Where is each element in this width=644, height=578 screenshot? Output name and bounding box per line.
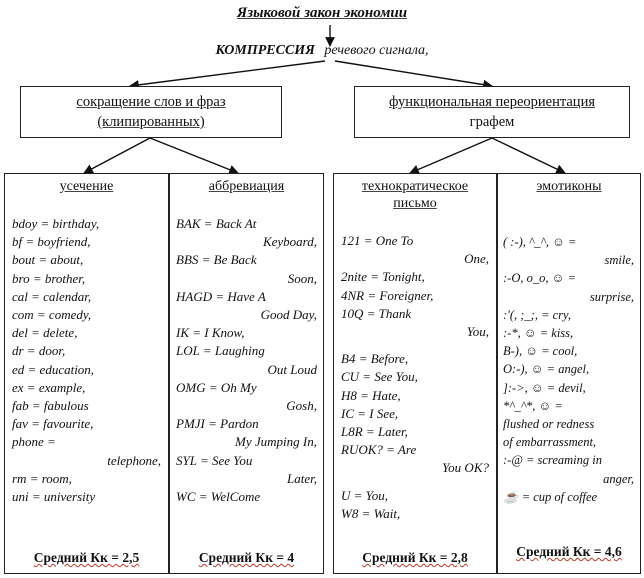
- list-item: *^_^*, ☺ =: [503, 398, 563, 413]
- list-item: LOL = Laughing: [176, 343, 265, 359]
- list-item-continuation: Keyboard,: [262, 234, 317, 250]
- list-item: BAK = Back At: [176, 216, 257, 231]
- list-item: 2nite = Tonight,: [341, 269, 425, 285]
- list-item: com = comedy,: [12, 307, 92, 323]
- list-item-continuation: telephone,: [107, 452, 161, 468]
- table-left: [4, 173, 324, 574]
- list-item: WC = WelCome: [176, 489, 261, 505]
- column-list: BAK = Back At Keyboard, BBS = Be Back So…: [170, 215, 323, 506]
- list-item: U = You,: [341, 487, 388, 503]
- list-item-continuation: One,: [464, 251, 489, 267]
- column-list: bdoy = birthday, bf = boyfriend, bout = …: [6, 215, 167, 506]
- list-item: bro = brother,: [12, 270, 86, 286]
- list-item: ( :-), ^_^, ☺ =: [503, 235, 577, 249]
- table-left-divider: [168, 173, 170, 574]
- list-item: H8 = Hate,: [341, 387, 401, 403]
- list-item: L8R = Later,: [341, 424, 408, 440]
- column-abbreviation: аббревиация BAK = Back At Keyboard, BBS …: [170, 178, 323, 572]
- list-item: :-O, o_o, ☺ =: [503, 271, 576, 286]
- list-item: CU = See You,: [341, 369, 418, 385]
- column-title: эмотиконы: [536, 179, 602, 194]
- list-item: fav = favourite,: [12, 416, 94, 432]
- average-compression: Средний Кк = 4,6: [516, 544, 622, 559]
- list-item: bdoy = birthday,: [12, 216, 100, 231]
- arrow-to-left-branch: [129, 60, 326, 90]
- compression-line: КОМПРЕССИЯ речевого сигнала,: [0, 43, 644, 59]
- list-item: :'(, ;_;, = cry,: [503, 307, 572, 322]
- list-item: ed = education,: [12, 361, 95, 377]
- column-title: усечение: [59, 179, 114, 194]
- list-item-continuation: Soon,: [287, 270, 317, 286]
- arrow-to-col-2: [149, 137, 239, 175]
- average-compression: Средний Кк = 4: [198, 550, 295, 565]
- list-item: uni = university: [12, 489, 96, 505]
- list-item: SYL = See You: [176, 452, 253, 468]
- list-item: W8 = Wait,: [341, 505, 401, 521]
- column-list: 121 = One To One, 2nite = Tonight, 4NR =…: [335, 232, 495, 523]
- column-technocratic-writing: технократическое письмо 121 = One To One…: [335, 178, 495, 572]
- list-item: ]:->, ☺ = devil,: [503, 380, 586, 395]
- list-item: rm = room,: [12, 470, 72, 486]
- list-item-continuation: My Jumping In,: [235, 434, 317, 450]
- list-item: ex = example,: [12, 379, 86, 395]
- list-item: BBS = Be Back: [176, 252, 257, 268]
- list-item: phone =: [12, 434, 56, 450]
- arrow-to-col-3: [409, 137, 493, 175]
- list-item: of embarrassment,: [503, 435, 597, 450]
- list-item: ☕ = cup of coffee: [503, 489, 598, 504]
- spacer: [341, 341, 491, 350]
- list-item: O:-), ☺ = angel,: [503, 362, 590, 377]
- column-title: технократическое письмо: [361, 179, 469, 211]
- average-compression: Средний Кк = 2,5: [33, 550, 140, 565]
- arrow-to-col-1: [83, 137, 151, 174]
- list-item: del = delete,: [12, 325, 78, 341]
- list-item: cal = calendar,: [12, 288, 92, 304]
- compression-label: КОМПРЕССИЯ: [215, 43, 315, 58]
- column-list: ( :-), ^_^, ☺ = smile, :-O, o_o, ☺ = sur…: [498, 233, 640, 506]
- list-item-continuation: smile,: [604, 253, 634, 268]
- column-truncation: усечение bdoy = birthday, bf = boyfriend…: [6, 178, 167, 572]
- list-item-continuation: surprise,: [589, 289, 634, 304]
- list-item-continuation: You OK?: [442, 460, 489, 476]
- list-item-continuation: Out Loud: [267, 361, 317, 377]
- list-item: IK = I Know,: [176, 325, 245, 341]
- list-item: B4 = Before,: [341, 351, 409, 367]
- list-item: OMG = Oh My: [176, 379, 257, 395]
- list-item-continuation: Gosh,: [286, 398, 317, 414]
- law-title: Языковой закон экономии: [236, 5, 408, 21]
- list-item: :-@ = screaming in: [503, 453, 602, 468]
- list-item: RUOK? = Are: [341, 442, 417, 458]
- signal-label: речевого сигнала,: [324, 43, 429, 58]
- list-item: bout = about,: [12, 252, 84, 268]
- list-item: :-*, ☺ = kiss,: [503, 326, 574, 341]
- branch-shortening: сокращение слов и фраз (клипированных): [20, 86, 282, 138]
- table-right: [333, 173, 641, 574]
- column-emoticons: эмотиконы ( :-), ^_^, ☺ = smile, :-O, o_…: [498, 178, 640, 572]
- list-item: 121 = One To: [341, 233, 414, 248]
- list-item: PMJI = Pardon: [176, 416, 259, 432]
- table-right-divider: [496, 173, 498, 574]
- list-item-continuation: Later,: [287, 470, 317, 486]
- list-item: IC = I See,: [341, 405, 399, 421]
- list-item: B-), ☺ = cool,: [503, 344, 578, 359]
- list-item: HAGD = Have A: [176, 288, 266, 304]
- spacer: [341, 478, 491, 487]
- list-item: bf = boyfriend,: [12, 234, 91, 250]
- list-item: dr = door,: [12, 343, 66, 359]
- list-item: fab = fabulous: [12, 398, 89, 414]
- arrow-to-right-branch: [334, 60, 493, 90]
- list-item: 10Q = Thank: [341, 305, 412, 321]
- list-item-continuation: You,: [466, 324, 489, 340]
- branch-grapheme-reorientation: функциональная переориентация графем: [354, 86, 630, 138]
- arrow-to-col-4: [491, 137, 566, 174]
- list-item: 4NR = Foreigner,: [341, 287, 434, 303]
- list-item-continuation: anger,: [603, 471, 634, 486]
- column-title: аббревиация: [208, 179, 285, 194]
- list-item-continuation: Good Day,: [260, 307, 317, 323]
- average-compression: Средний Кк = 2,8: [362, 550, 468, 565]
- list-item: flushed or redness: [503, 417, 595, 432]
